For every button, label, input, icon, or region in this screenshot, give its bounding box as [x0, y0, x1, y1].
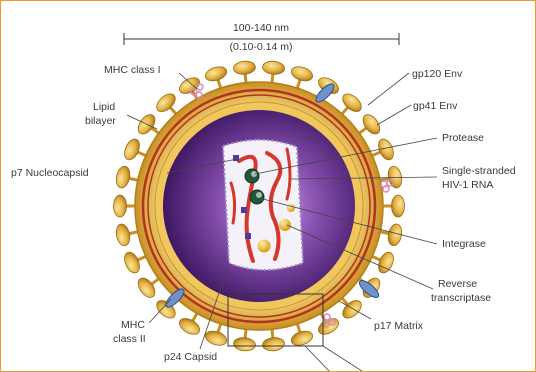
label-p7-nucleocapsid: p7 Nucleocapsid	[11, 167, 89, 179]
gp120-knob	[135, 275, 158, 300]
label-integrase: Integrase	[442, 238, 486, 250]
label-hiv1-rna: HIV-1 RNA	[442, 179, 493, 191]
gp120-knob	[289, 329, 314, 348]
label-protease: Protease	[442, 132, 484, 144]
label-single-stranded: Single-stranded	[442, 165, 516, 177]
scale-label-um: (0.10-0.14 m)	[229, 41, 292, 53]
nucleocapsid-protein-3	[245, 233, 251, 239]
nucleocapsid-protein-1	[233, 155, 239, 161]
reverse-transcriptase-2	[258, 240, 271, 253]
gp120-knob	[122, 137, 143, 162]
gp120-knob	[233, 337, 256, 352]
gp120-knob	[289, 64, 314, 83]
gp120-knob	[122, 250, 143, 275]
label-gp41-env: gp41 Env	[413, 100, 458, 112]
gp120-knob	[262, 337, 285, 352]
gp120-knob	[114, 223, 131, 247]
gp120-knob	[360, 112, 383, 137]
gp120-knob	[204, 64, 229, 83]
label-lipid: Lipid	[93, 101, 115, 113]
zoom-box-leaders	[305, 346, 365, 371]
gp120-knob	[177, 315, 203, 337]
label-mhc-class-1: MHC class I	[104, 64, 161, 76]
gp120-knob	[177, 74, 203, 96]
gp120-knob	[114, 195, 127, 217]
scale-label-nm: 100-140 nm	[233, 22, 289, 34]
label-p24-capsid: p24 Capsid	[164, 351, 217, 363]
integrase-highlight	[256, 192, 262, 198]
label-p17-matrix: p17 Matrix	[374, 320, 424, 332]
label-mhc: MHC	[121, 319, 145, 331]
nucleocapsid-protein-2	[241, 207, 247, 213]
gp120-knob	[392, 195, 405, 217]
gp120-knob	[233, 60, 256, 75]
label-transcriptase: transcriptase	[431, 292, 491, 304]
gp120-knob	[114, 165, 131, 189]
reverse-transcriptase-1	[279, 219, 291, 231]
label-reverse: Reverse	[438, 278, 477, 290]
label-bilayer: bilayer	[85, 115, 116, 127]
label-class-2: class II	[113, 333, 146, 345]
gp120-knob	[204, 329, 229, 348]
label-gp120-env: gp120 Env	[412, 68, 463, 80]
gp120-knob	[262, 60, 285, 75]
